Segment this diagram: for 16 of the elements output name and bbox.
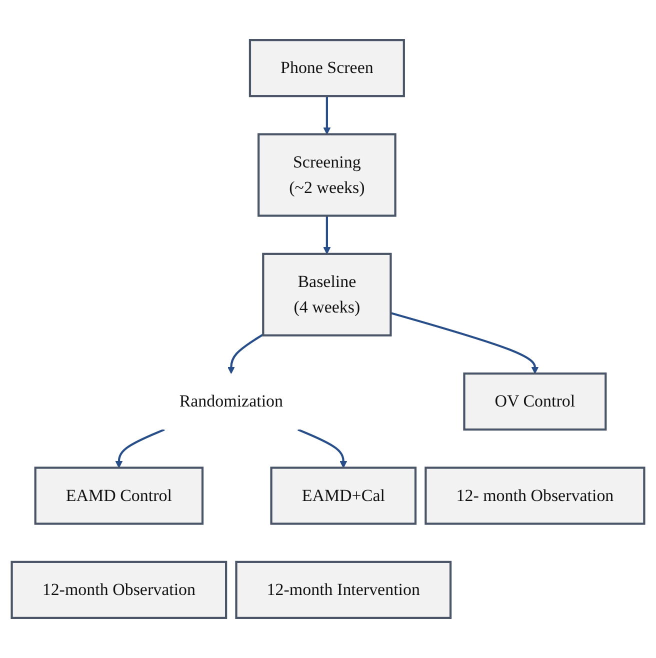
node-box: EAMD Control — [34, 466, 204, 525]
arrow — [390, 312, 539, 374]
node-box: OV Control — [463, 372, 607, 431]
node-box: 12-month Observation — [10, 560, 228, 619]
arrow — [297, 428, 348, 468]
node-box: Baseline (4 weeks) — [262, 252, 392, 336]
node-text: Randomization — [179, 392, 284, 411]
arrow — [115, 428, 165, 468]
arrow — [323, 96, 331, 135]
arrow — [323, 216, 331, 254]
node-box: Phone Screen — [248, 39, 405, 98]
arrow — [227, 334, 264, 374]
node-box: 12-month Intervention — [235, 560, 452, 619]
node-box: 12- month Observation — [424, 466, 646, 525]
node-box: Screening (~2 weeks) — [258, 133, 396, 217]
node-box: EAMD+Cal — [270, 466, 417, 525]
